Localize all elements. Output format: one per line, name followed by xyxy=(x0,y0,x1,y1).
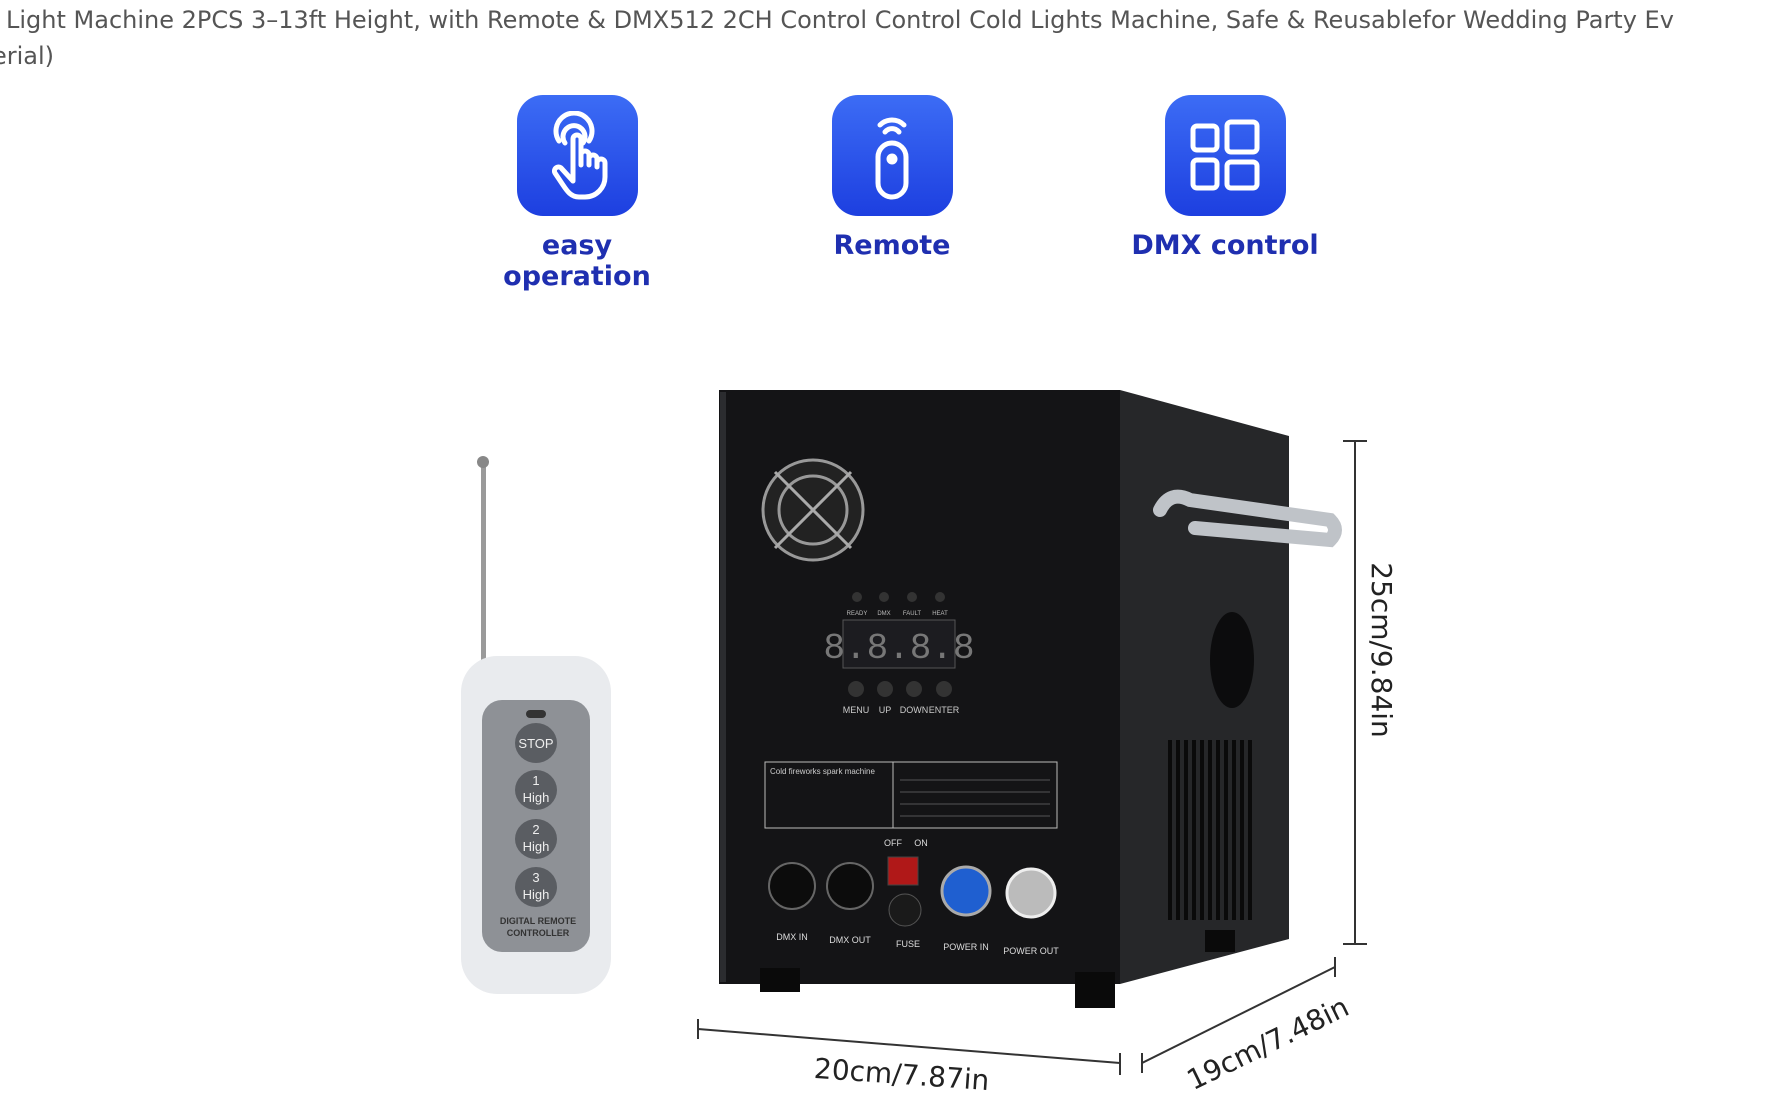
button-2-label: 2 xyxy=(532,822,539,837)
feature-easy-operation: easy operation xyxy=(467,95,687,292)
led-display: 8.8.8.8 xyxy=(823,628,974,669)
port-label: DMX OUT xyxy=(829,935,871,945)
width-dimension: 20cm/7.87in xyxy=(813,1052,990,1097)
button-1-label: 1 xyxy=(532,773,539,788)
feature-label: easy operation xyxy=(503,230,651,292)
remote-icon xyxy=(831,95,953,216)
remote-brand: CONTROLLER xyxy=(507,928,570,938)
port-label: POWER IN xyxy=(943,942,989,952)
switch-off-label: OFF xyxy=(884,838,902,848)
dmx-grid-icon xyxy=(1164,95,1286,216)
depth-dimension: 19cm/7.48in xyxy=(1182,990,1354,1097)
indicator-label: DMX xyxy=(877,611,890,617)
feature-dmx-control: DMX control xyxy=(1115,95,1335,261)
key-label: DOWN xyxy=(900,705,929,715)
key-label: MENU xyxy=(843,705,870,715)
indicator-label: READY xyxy=(847,611,868,617)
feature-label: Remote xyxy=(833,230,951,261)
dimension-lines xyxy=(697,440,1367,1075)
stop-button-label: STOP xyxy=(518,736,553,751)
remote-controller: STOP 1 High 2 High 3 High DIGITAL REMOTE… xyxy=(461,456,611,994)
key-label: ENTER xyxy=(929,705,960,715)
switch-on-label: ON xyxy=(914,838,928,848)
height-dimension: 25cm/9.84in xyxy=(1365,562,1398,738)
feature-label: DMX control xyxy=(1131,230,1319,261)
touch-hand-icon xyxy=(516,95,638,216)
indicator-label: HEAT xyxy=(932,611,948,617)
product-title-cont: erial) xyxy=(0,42,55,70)
button-3-label: 3 xyxy=(532,870,539,885)
high-label: High xyxy=(523,790,550,805)
spec-label-title: Cold fireworks spark machine xyxy=(770,767,875,776)
remote-brand: DIGITAL REMOTE xyxy=(500,916,576,926)
product-title: Light Machine 2PCS 3–13ft Height, with R… xyxy=(6,6,1674,34)
spark-machine: READY DMX FAULT HEAT 8.8.8.8 MENU UP DOW… xyxy=(719,390,1342,1008)
high-label: High xyxy=(523,839,550,854)
key-label: UP xyxy=(879,705,892,715)
feature-remote: Remote xyxy=(782,95,1002,261)
port-label: POWER OUT xyxy=(1003,946,1059,956)
high-label: High xyxy=(523,887,550,902)
indicator-label: FAULT xyxy=(903,611,922,617)
port-label: DMX IN xyxy=(776,932,808,942)
port-label: FUSE xyxy=(896,939,920,949)
